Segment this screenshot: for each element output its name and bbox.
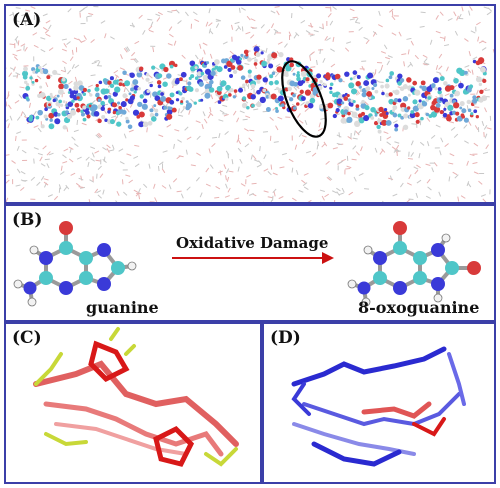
panel-c-label: (C) <box>12 328 42 348</box>
panel-a-label: (A) <box>12 10 42 30</box>
panel-a: (A) <box>4 4 496 204</box>
reaction-arrow <box>172 252 334 264</box>
damaged-base-pair-red-yellow-illustration <box>33 327 239 467</box>
dna-double-helix <box>21 46 488 134</box>
panel-b: (B) <box>4 204 496 322</box>
solvated-dna-illustration <box>6 6 494 202</box>
panel-d-label: (D) <box>270 328 301 348</box>
panel-b-label: (B) <box>12 210 43 230</box>
oxoguanine-label: 8-oxoguanine <box>358 298 480 317</box>
damaged-base-pair-blue-illustration <box>291 346 466 467</box>
panel-d: (D) <box>262 322 496 484</box>
guanine-label: guanine <box>86 298 159 317</box>
damaged-site-highlight-ellipse <box>281 60 327 138</box>
panel-c: (C) <box>4 322 262 484</box>
reaction-scheme <box>13 221 481 307</box>
guanine-molecule <box>13 221 137 307</box>
oxoguanine-molecule <box>347 221 481 307</box>
reaction-arrow-label: Oxidative Damage <box>176 234 329 252</box>
